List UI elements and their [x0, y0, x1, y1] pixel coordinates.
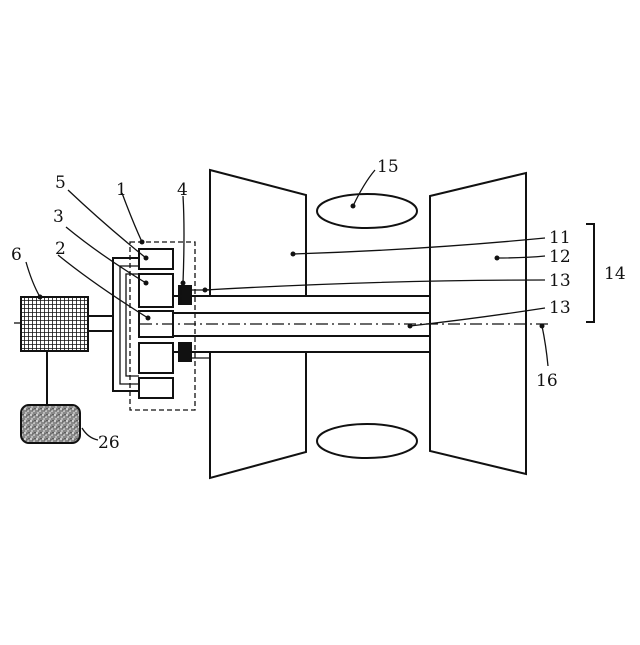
reference-labels: 1 5 3 2 4 6 26 15 11 12 13 13 14 16: [11, 157, 626, 453]
label-26: 26: [98, 433, 120, 453]
label-16: 16: [536, 371, 558, 391]
label-2: 2: [55, 239, 66, 259]
label-3: 3: [53, 207, 64, 227]
label-15: 15: [377, 157, 399, 177]
label-13-upper: 13: [549, 271, 571, 291]
label-12: 12: [549, 247, 571, 267]
housing-frame: [113, 258, 139, 391]
label-6: 6: [11, 245, 22, 265]
label-13-lower: 13: [549, 298, 571, 318]
controller-block: [21, 405, 80, 443]
label-11: 11: [549, 228, 571, 248]
bearing-ellipses: [317, 194, 417, 458]
label-14: 14: [604, 264, 626, 284]
label-1: 1: [116, 180, 127, 200]
label-4: 4: [177, 180, 188, 200]
motor-block: [21, 297, 88, 351]
group-bracket: [586, 224, 594, 322]
label-5: 5: [55, 173, 66, 193]
